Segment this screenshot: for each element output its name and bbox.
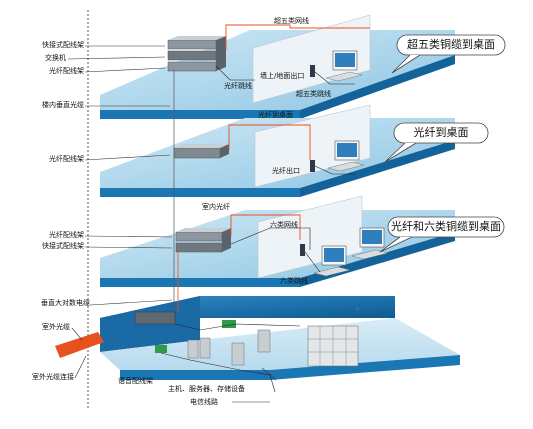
label-voice-panel: 语音配线架: [118, 377, 153, 385]
label-host-server-storage: 主机、服务器、存储设备: [168, 385, 245, 393]
label-cat6-cable: 六类网线: [270, 221, 298, 229]
floor-2-workstation: [310, 140, 365, 175]
voice-panel-module: [155, 345, 167, 353]
floor-2-fiber-line: [228, 124, 311, 160]
label-quick-patch-panel-3: 快接式配线架: [42, 242, 84, 250]
floor-1-cat5e-cable-line: [225, 24, 370, 50]
label-switch: 交换机: [45, 54, 66, 62]
label-fiber-jumper: 光纤跳线: [224, 82, 252, 90]
callout-middle-bubble: [393, 122, 489, 144]
storage-cabinets: [307, 325, 359, 367]
right-leader-lines: [232, 367, 277, 403]
callout-fiber-to-desk: 光纤到桌面: [413, 126, 469, 139]
floor-2: [100, 104, 455, 197]
label-cat5e-jumper: 超五类跳线: [296, 90, 331, 98]
label-fiber-panel-3: 光纤配线架: [49, 231, 84, 239]
floor-1-slab-side: [300, 55, 455, 119]
floor-3-workstations: [300, 227, 389, 277]
outdoor-fiber-entry: [55, 332, 104, 358]
floor-3-slab-front: [100, 278, 300, 287]
floor-2-slab-side: [300, 140, 455, 197]
svg-text:✱: ✱: [355, 306, 360, 313]
floor-1: [100, 14, 455, 119]
floor-1-rack: [167, 36, 226, 72]
label-riser-fiber: 楼内垂直光缆: [42, 101, 84, 109]
callout-top-bubble: [396, 34, 506, 56]
floor-1-slab-front: [100, 110, 300, 119]
floor-1-wall: [252, 14, 371, 104]
floor-1-workstation: [310, 50, 363, 85]
label-cat5e-cable: 超五类网线: [274, 17, 309, 25]
floor-3: [100, 195, 455, 287]
floor-2-rack: [173, 144, 229, 159]
label-riser-copper: 垂直大对数电缆: [41, 299, 90, 307]
label-fiber-panel-1: 光纤配线架: [49, 67, 84, 75]
callout-cat5e-to-desk: 超五类铜缆到桌面: [407, 38, 495, 51]
floor-3-slab-side: [300, 232, 455, 287]
left-leader-lines: [67, 45, 173, 379]
callout-bubbles: [379, 34, 506, 253]
label-fiber-outlet: 光纤出口: [272, 167, 300, 175]
floor-2-wall: [254, 104, 371, 188]
floor-3-rack: [175, 228, 231, 253]
label-quick-patch-panel-1: 快接式配线架: [42, 41, 84, 49]
label-fiber-to-desk: 光纤到桌面: [258, 111, 293, 119]
floor-2-slab-front: [100, 188, 300, 197]
label-outdoor-fiber-link: 室外光缆连接: [32, 373, 74, 381]
label-outdoor-fiber: 室外光缆: [42, 323, 70, 331]
basement-servers: [187, 329, 271, 366]
label-wall-floor-outlet: 墙上/地面出口: [260, 72, 305, 80]
basement-rack-panel: [134, 311, 176, 325]
basement-green-module: [222, 320, 236, 328]
label-cat6-jumper: 六类跳线: [280, 277, 308, 285]
label-telecom-line: 电信线路: [190, 398, 218, 406]
basement-slab-front: [120, 355, 460, 380]
callout-fiber-cat6-to-desk: 光纤和六类铜缆到桌面: [391, 220, 501, 233]
label-fiber-panel-2: 光纤配线架: [49, 155, 84, 163]
callout-bottom-bubble: [387, 216, 505, 238]
floor-3-indoor-fiber-line: [230, 214, 301, 240]
basement: ✱: [100, 296, 460, 393]
label-indoor-fiber: 室内光纤: [202, 203, 230, 211]
